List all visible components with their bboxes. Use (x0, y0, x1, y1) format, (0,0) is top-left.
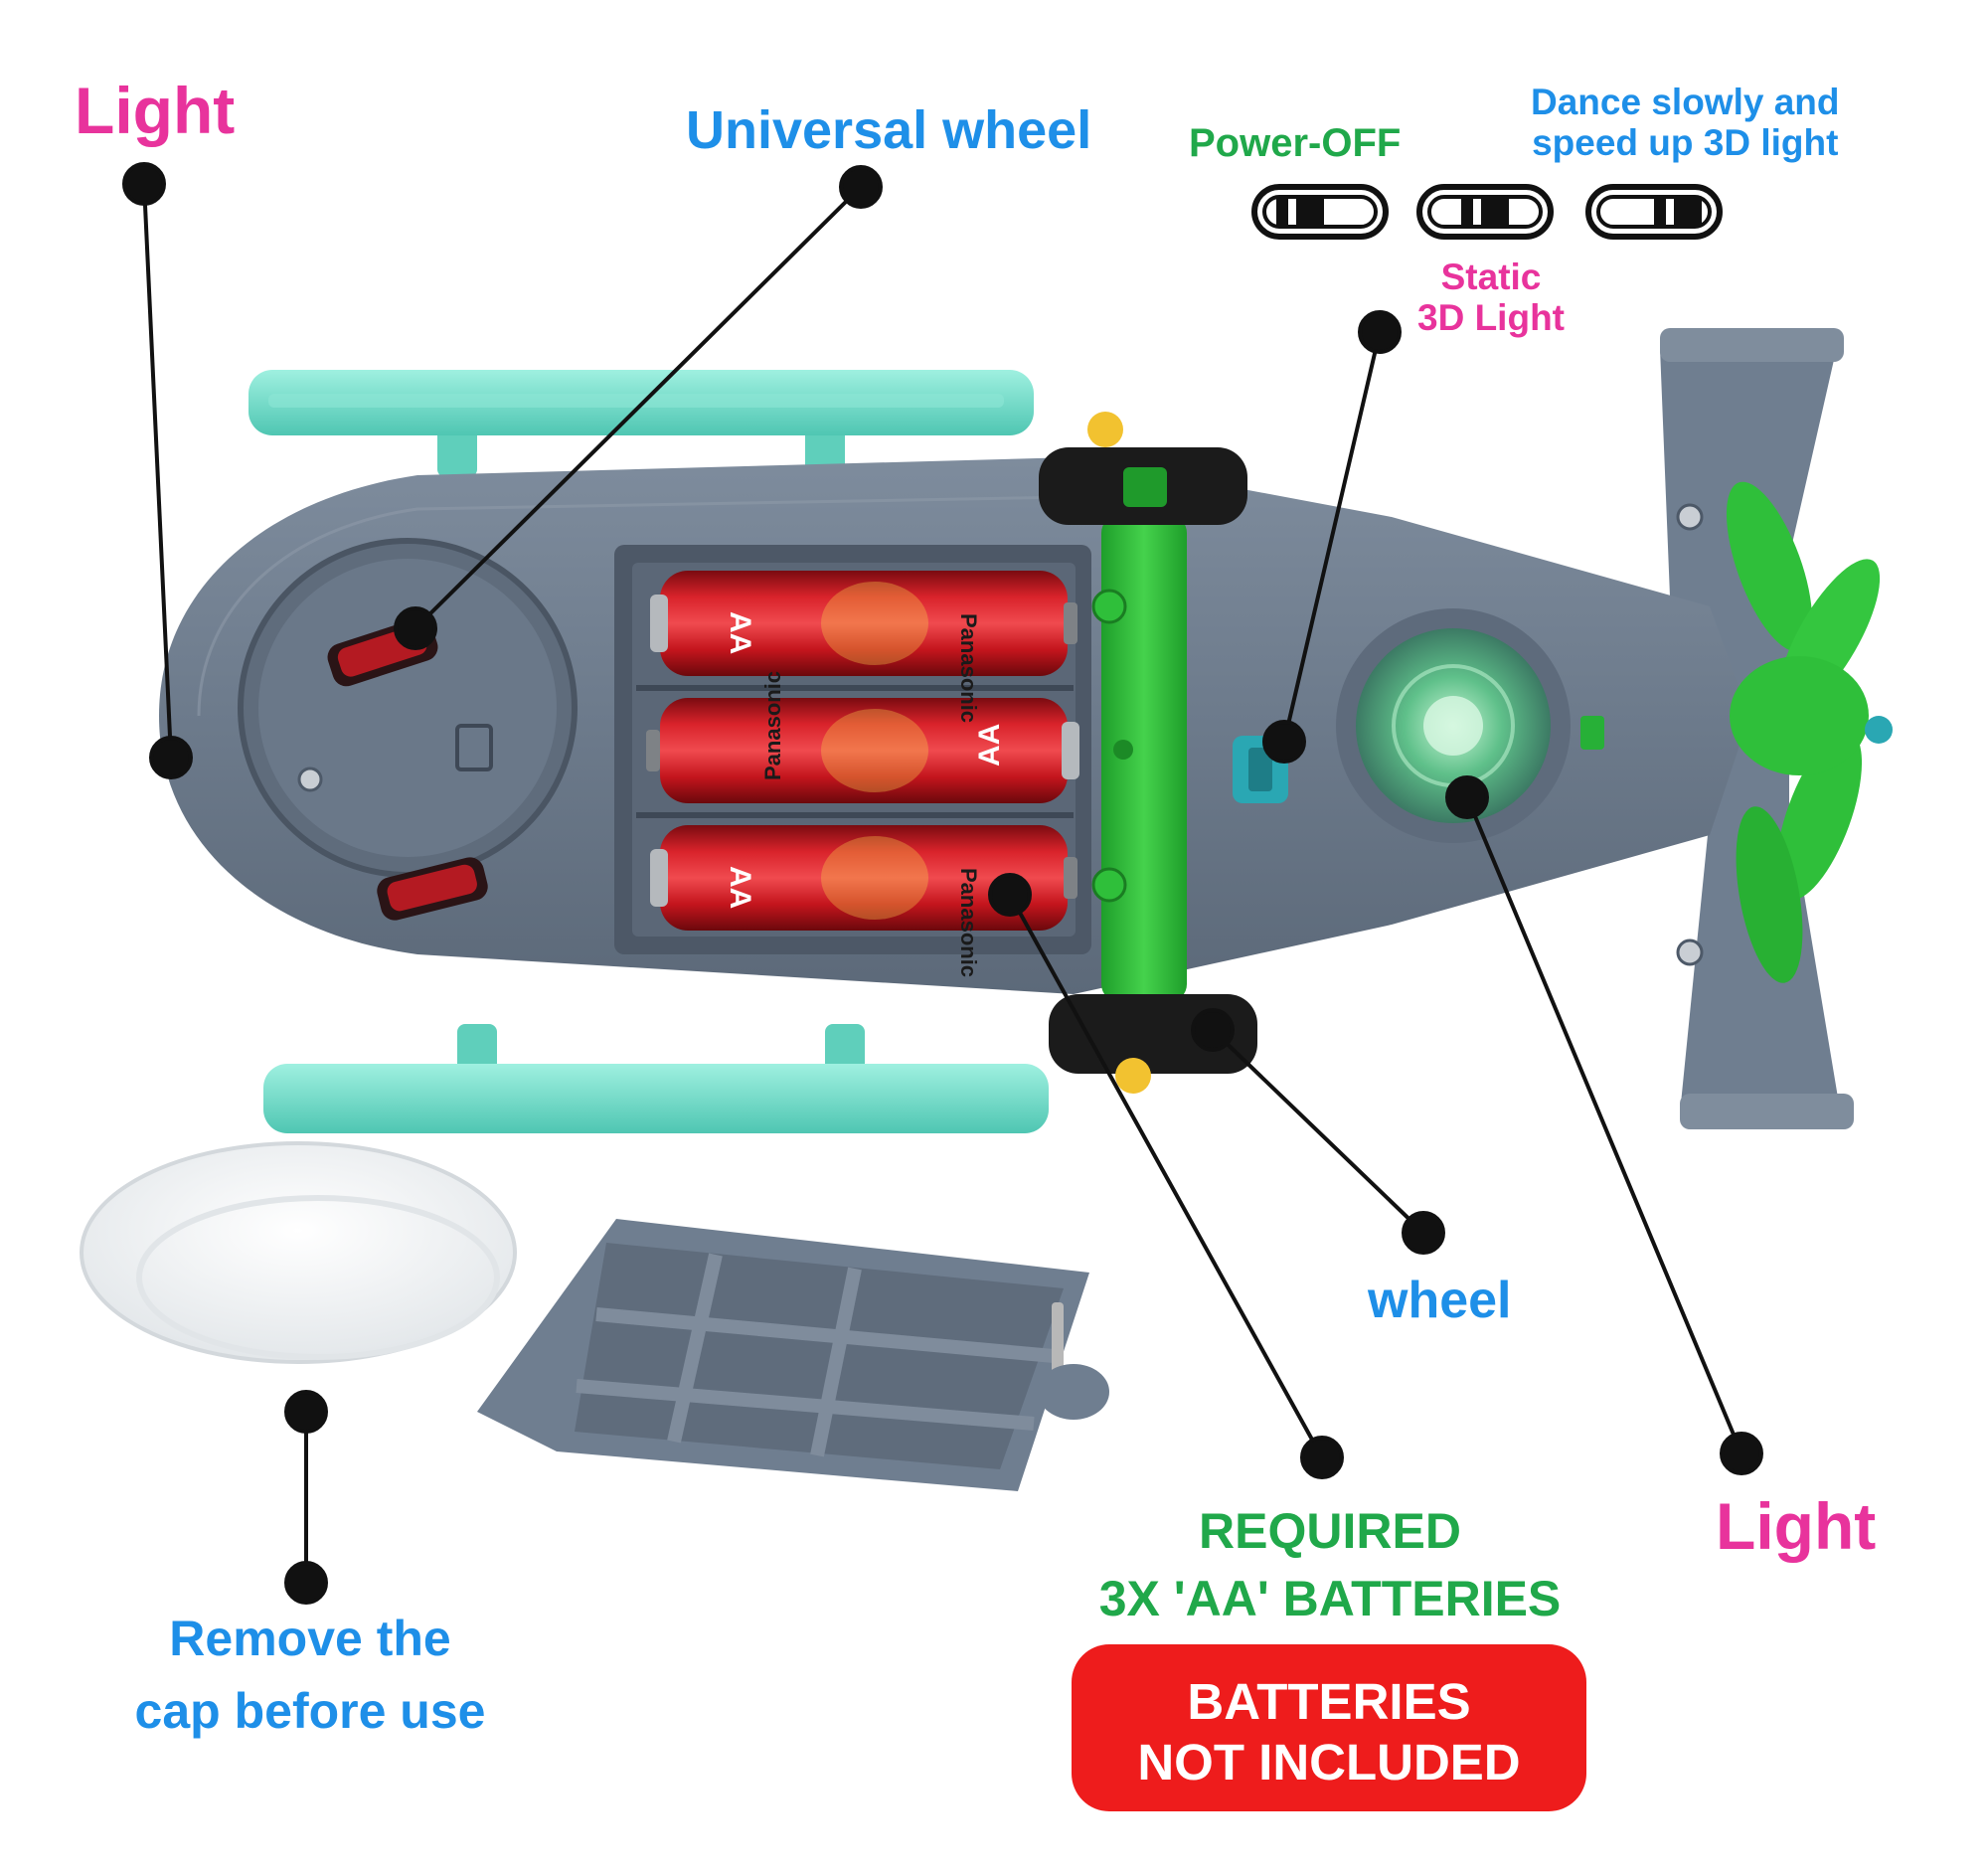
label-power-off: Power-OFF (1189, 121, 1402, 165)
battery-1 (650, 571, 1077, 676)
battery-cover (477, 1219, 1109, 1491)
label-light-front: Light (75, 74, 236, 147)
batteries-not-included-badge: BATTERIES NOT INCLUDED (1072, 1644, 1586, 1811)
battery-1-size: AA (724, 611, 756, 654)
dot-light-front-top (122, 162, 166, 206)
label-remove-line-2: cap before use (134, 1682, 486, 1739)
label-dance-line-1: Dance slowly and (1531, 82, 1840, 122)
badge-line-1: BATTERIES (1187, 1673, 1471, 1730)
bottom-landing-skid (263, 1024, 1049, 1133)
dot-cap-top (284, 1390, 328, 1434)
label-static-line-1: Static (1440, 256, 1542, 297)
dot-batteries-top (988, 873, 1032, 917)
dot-dome-top (1445, 775, 1489, 819)
dot-light-front-end (149, 736, 193, 779)
label-required-line-1: REQUIRED (1199, 1503, 1461, 1559)
label-dance-line-2: speed up 3D light (1532, 122, 1839, 164)
label-light-dome: Light (1716, 1489, 1877, 1563)
dot-universal-top (839, 165, 883, 209)
dot-dome-end (1720, 1432, 1763, 1475)
dot-switch-top (1358, 310, 1402, 354)
top-landing-skid (248, 370, 1034, 477)
battery-labels: AA Panasonic AA Panasonic AA Panasonic (724, 582, 1006, 977)
dot-cap-end (284, 1561, 328, 1605)
battery-2-brand: Panasonic (760, 671, 785, 780)
dot-batteries-end (1300, 1436, 1344, 1479)
battery-1-brand: Panasonic (956, 613, 981, 723)
dot-wheel-top (1191, 1008, 1235, 1052)
pointer-batteries (1008, 894, 1324, 1458)
badge-line-2: NOT INCLUDED (1137, 1734, 1521, 1791)
pointer-light-front (142, 183, 173, 759)
label-remove-cap: Remove the cap before use (135, 1603, 486, 1747)
pointer-switch (1282, 331, 1382, 743)
switch-diagram-power-off (1251, 184, 1389, 240)
battery-2 (646, 698, 1079, 803)
dot-wheel-end (1402, 1211, 1445, 1255)
label-remove-line-1: Remove the (169, 1611, 451, 1666)
label-static-line-2: 3D Light (1417, 297, 1565, 339)
badge-text: BATTERIES NOT INCLUDED (1072, 1671, 1586, 1792)
dot-universal-end (394, 606, 437, 650)
label-required-batteries: REQUIRED 3X 'AA' BATTERIES (1099, 1497, 1562, 1632)
pointer-universal-wheel (414, 185, 863, 630)
switch-diagram-static (1416, 184, 1554, 240)
3d-light-dome (1336, 608, 1604, 843)
label-wheel: wheel (1368, 1272, 1512, 1329)
label-dance-mode: Dance slowly and speed up 3D light (1531, 82, 1840, 164)
battery-3 (650, 825, 1077, 931)
green-axle (1091, 515, 1187, 1002)
dot-switch-end (1262, 720, 1306, 764)
callout-pointers (122, 162, 1763, 1605)
battery-2-size: AA (973, 724, 1006, 767)
pointer-light-dome (1465, 796, 1743, 1454)
switch-diagram-dance (1585, 184, 1723, 240)
pointer-wheel (1211, 1028, 1425, 1235)
battery-3-brand: Panasonic (956, 868, 981, 977)
propeller (1726, 481, 1893, 983)
clear-cap (80, 1141, 517, 1364)
battery-3-size: AA (724, 866, 756, 909)
label-universal-wheel: Universal wheel (686, 100, 1092, 160)
label-required-line-2: 3X 'AA' BATTERIES (1098, 1571, 1562, 1626)
top-wheel (1039, 412, 1247, 525)
label-static-mode: Static 3D Light (1417, 256, 1565, 339)
